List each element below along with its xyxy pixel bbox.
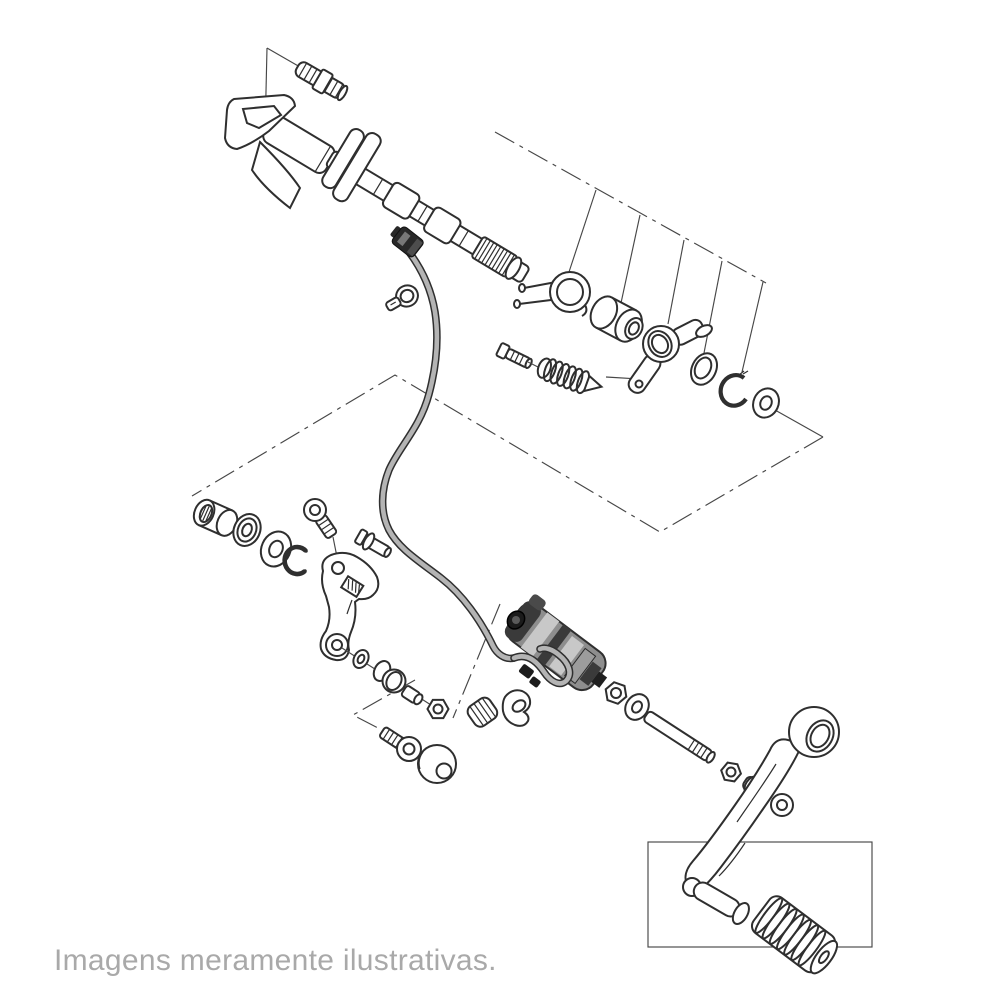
ball-joint: [372, 660, 424, 706]
rubber-foot-peg: [750, 895, 839, 975]
mount-bolt: [379, 726, 422, 762]
sensor-cable: [378, 248, 518, 663]
cable-connector: [390, 226, 424, 258]
seal-washer: [690, 352, 718, 386]
shift-pedal: [682, 706, 840, 925]
snap-ring: [718, 370, 749, 408]
disclaimer-caption: Imagens meramente ilustrativas.: [54, 944, 497, 977]
stopper-bolt: [495, 342, 533, 369]
oil-seal: [232, 513, 262, 547]
lock-nut: [720, 761, 743, 783]
needle-bearing: [192, 498, 239, 537]
pedal-eye: [788, 706, 840, 758]
pinch-link-arm: [319, 551, 380, 662]
socket-bolt: [303, 498, 338, 539]
e-clip: [282, 544, 308, 577]
dome-cap: [417, 744, 457, 784]
detent-spring: [536, 357, 604, 395]
collar-bushing: [589, 295, 644, 343]
gearshift-spindle: [223, 93, 530, 283]
stopper-arm: [627, 318, 713, 394]
flange-nut: [426, 698, 450, 720]
joint-washer: [352, 648, 370, 670]
return-torsion-spring: [513, 271, 591, 317]
arm-web: [250, 140, 302, 210]
foot-peg-pin: [692, 881, 750, 925]
pedal-group-box: [647, 841, 873, 948]
shift-rod: [624, 693, 716, 764]
spindle-shaft: [325, 150, 530, 283]
plain-washer: [752, 387, 780, 419]
flanged-pin: [354, 528, 392, 558]
construction-lines: [191, 47, 873, 948]
cable-clamp: [466, 689, 532, 728]
cable-clip: [385, 284, 419, 312]
sensor-cable-loop: [510, 644, 574, 688]
stud-bolt: [294, 61, 349, 102]
gear-position-sensor: [504, 594, 608, 692]
sensor-nut: [604, 681, 628, 705]
